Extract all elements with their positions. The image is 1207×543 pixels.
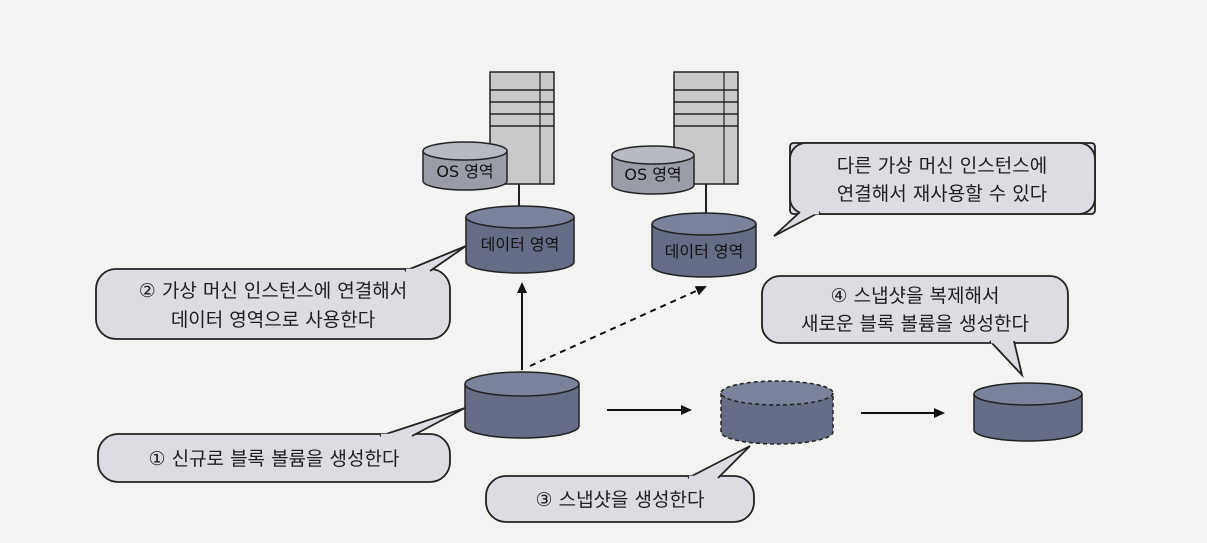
- reuse-text-line1: 다른 가상 머신 인스턴스에: [837, 155, 1047, 177]
- new-block-volume-disk: [464, 371, 580, 439]
- callout-step1: ① 신규로 블록 볼륨을 생성한다: [97, 407, 466, 483]
- data-area-label-2: 데이터 영역: [665, 242, 744, 261]
- step4-text-line2: 새로운 블록 볼륨을 생성한다: [801, 313, 1029, 335]
- snapshot-disk: [720, 380, 834, 445]
- os-area-label-2: OS 영역: [624, 165, 681, 184]
- reuse-arrow: [529, 286, 707, 367]
- step2-text-line2: 데이터 영역으로 사용한다: [171, 309, 375, 331]
- callout-reuse: 다른 가상 머신 인스턴스에 연결해서 재사용할 수 있다: [773, 142, 1096, 237]
- os-area-label-1: OS 영역: [436, 162, 493, 181]
- data-area-label-1: 데이터 영역: [481, 235, 560, 254]
- os-disk-1: OS 영역: [422, 141, 508, 191]
- cloned-block-volume-disk: [973, 382, 1083, 442]
- callout-step4: ④ 스냅샷을 복제해서 새로운 블록 볼륨을 생성한다: [761, 275, 1069, 379]
- step2-text-line1: ② 가상 머신 인스턴스에 연결해서: [139, 280, 407, 302]
- data-disk-2: 데이터 영역: [651, 212, 757, 278]
- reuse-text-line2: 연결해서 재사용할 수 있다: [837, 183, 1047, 205]
- step3-text: ③ 스냅샷을 생성한다: [536, 489, 705, 511]
- data-disk-1: 데이터 영역: [465, 205, 575, 274]
- os-disk-2: OS 영역: [611, 145, 695, 195]
- callout-step2: ② 가상 머신 인스턴스에 연결해서 데이터 영역으로 사용한다: [95, 245, 467, 340]
- step4-text-line1: ④ 스냅샷을 복제해서: [831, 285, 1000, 307]
- callout-step3: ③ 스냅샷을 생성한다: [485, 445, 755, 523]
- step1-text: ① 신규로 블록 볼륨을 생성한다: [149, 448, 400, 470]
